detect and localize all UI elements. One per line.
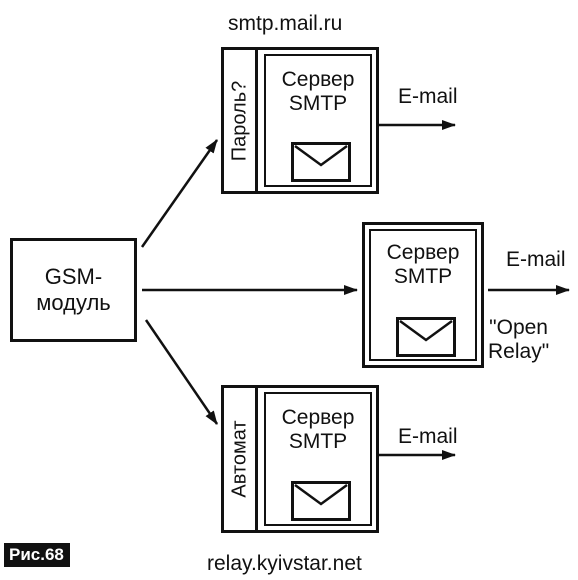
gsm-module-box: GSM- модуль — [10, 238, 137, 342]
auto-side-panel: Автомат — [224, 388, 258, 530]
mid-email-label: E-mail — [506, 248, 566, 271]
top-server-inner: Сервер SMTP — [264, 54, 372, 187]
mid-server-title: Сервер — [386, 241, 460, 264]
bottom-host-label: relay.kyivstar.net — [207, 552, 362, 575]
top-server-title: Сервер — [281, 68, 355, 91]
auto-label: Автомат — [228, 420, 250, 498]
bottom-email-label: E-mail — [398, 425, 458, 448]
arrow-to-bottom-server — [144, 319, 219, 425]
bottom-server-title: Сервер — [281, 406, 355, 429]
password-label: Пароль? — [228, 80, 250, 161]
top-host-label: smtp.mail.ru — [228, 12, 343, 35]
bottom-server-protocol: SMTP — [288, 429, 348, 453]
envelope-icon — [291, 142, 351, 182]
figure-label: Рис.68 — [4, 543, 70, 567]
envelope-icon — [291, 481, 351, 521]
mid-server-inner: Сервер SMTP — [369, 229, 477, 361]
mid-server: Сервер SMTP — [362, 222, 484, 368]
open-relay-line1: "Open — [489, 316, 548, 339]
open-relay-line2: Relay" — [488, 340, 550, 364]
bottom-server: Автомат Сервер SMTP — [221, 385, 379, 533]
top-email-label: E-mail — [398, 85, 458, 108]
gsm-line2: модуль — [36, 290, 111, 315]
top-server: Пароль? Сервер SMTP — [221, 47, 379, 194]
open-relay-note: "Open Relay" — [488, 316, 549, 364]
envelope-icon — [396, 317, 456, 357]
password-side-panel: Пароль? — [224, 50, 258, 191]
top-server-protocol: SMTP — [288, 91, 348, 115]
arrow-to-top-server — [140, 139, 219, 248]
mid-server-protocol: SMTP — [393, 264, 453, 288]
bottom-server-inner: Сервер SMTP — [264, 392, 372, 526]
gsm-line1: GSM- — [44, 263, 103, 289]
